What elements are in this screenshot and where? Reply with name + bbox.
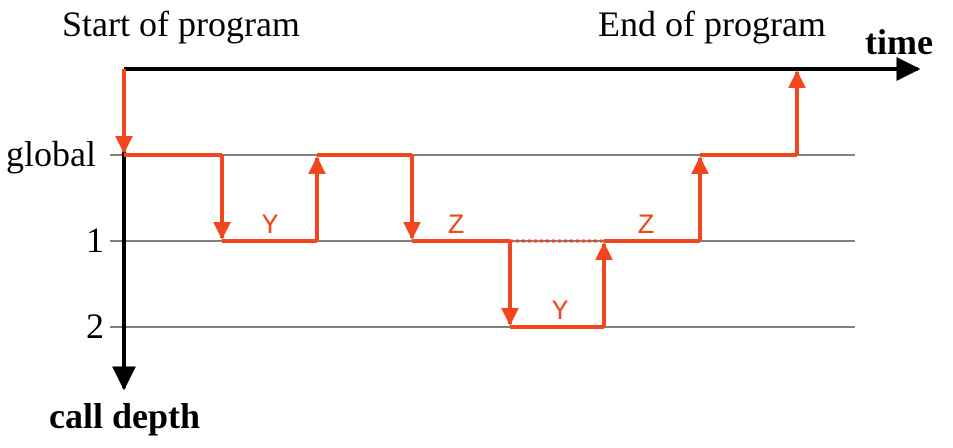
call-label-z-right: Z: [638, 211, 655, 242]
call-label-nested-y: Y: [552, 297, 569, 328]
level-label-1: 1: [86, 220, 104, 260]
start-of-program-label: Start of program: [62, 4, 300, 44]
level-label-2: 2: [86, 306, 104, 346]
level-label-global: global: [6, 134, 96, 174]
time-axis-label: time: [865, 22, 933, 62]
execution-trace: [124, 153, 797, 329]
call-depth-axis-label: call depth: [49, 396, 200, 436]
end-of-program-label: End of program: [598, 4, 826, 44]
call-label-y: Y: [262, 211, 279, 242]
call-label-z-left: Z: [448, 211, 465, 242]
